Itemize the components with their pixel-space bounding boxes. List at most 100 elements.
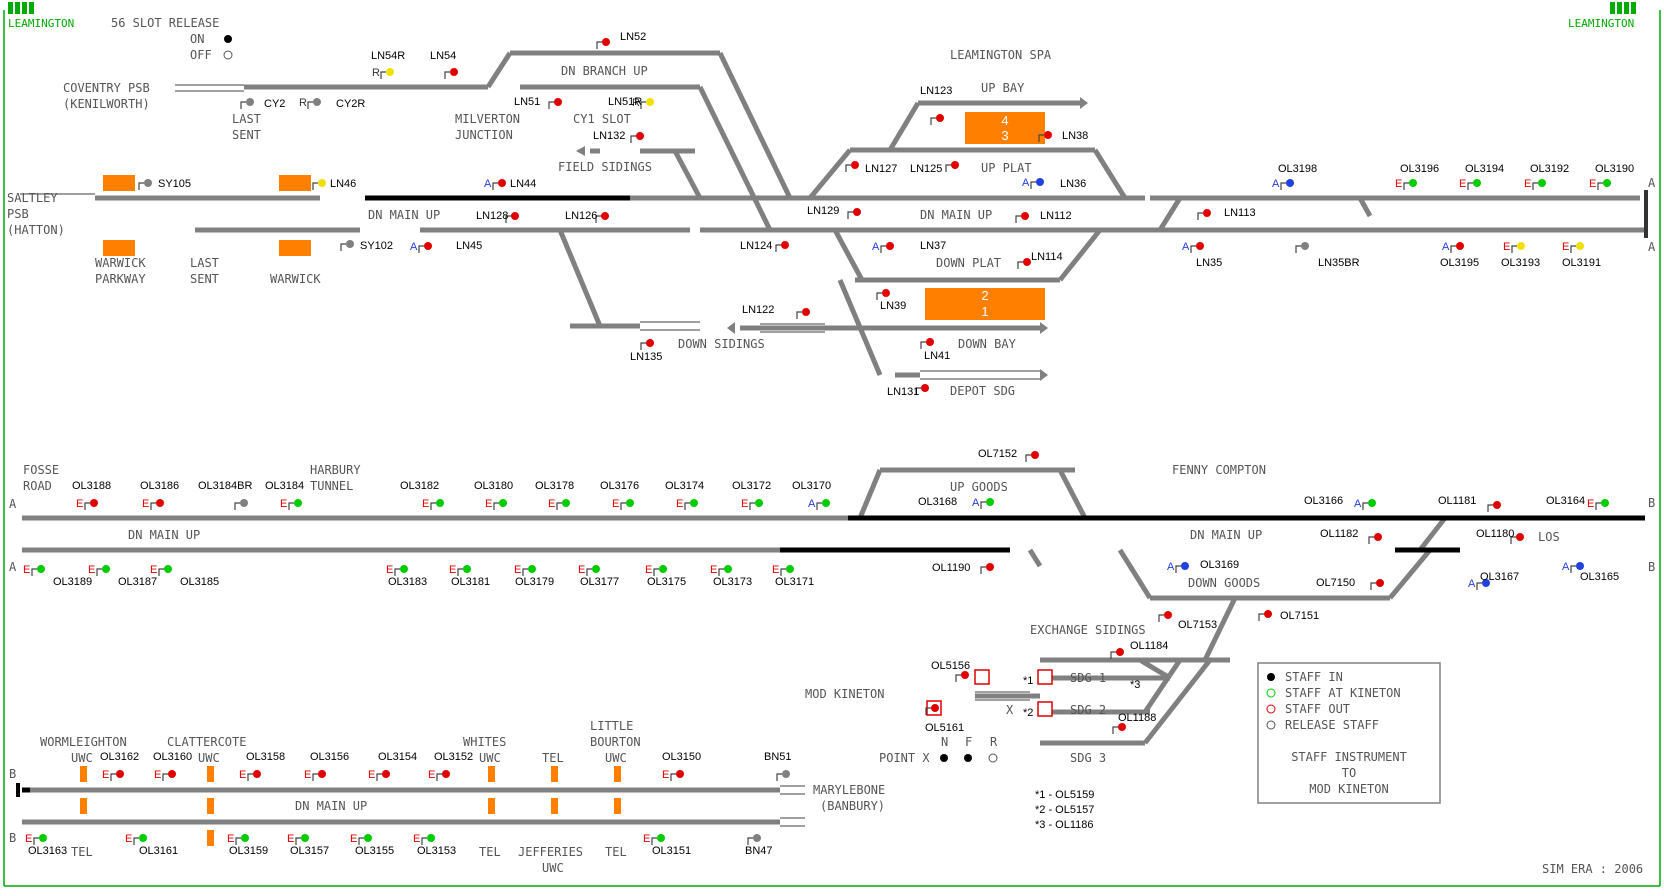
- signal-lamp[interactable]: [657, 834, 665, 842]
- signal-cy2[interactable]: CY2: [240, 98, 285, 110]
- signal-lamp[interactable]: [602, 38, 610, 46]
- signal-lamp[interactable]: [499, 499, 507, 507]
- signal-ol7150[interactable]: OL7150: [1316, 577, 1384, 590]
- signal-lamp[interactable]: [1493, 501, 1501, 509]
- signal-ol5156[interactable]: OL5156: [931, 660, 970, 682]
- signal-lamp[interactable]: [1576, 562, 1584, 570]
- signal-lamp[interactable]: [1044, 131, 1052, 139]
- signal-lamp[interactable]: [1538, 179, 1546, 187]
- signal-lamp[interactable]: [144, 179, 152, 187]
- signal-lamp[interactable]: [37, 565, 45, 573]
- signal-lamp[interactable]: [382, 770, 390, 778]
- signal-lamp[interactable]: [1023, 258, 1031, 266]
- signal-ln135[interactable]: LN135: [630, 339, 662, 363]
- signal-bn47[interactable]: BN47: [745, 834, 773, 857]
- signal-lamp[interactable]: [886, 242, 894, 250]
- signal-ol1182[interactable]: OL1182: [1320, 528, 1382, 544]
- signal-lamp[interactable]: [498, 179, 506, 187]
- signal-lamp[interactable]: [528, 565, 536, 573]
- track-layout[interactable]: [22, 50, 1645, 825]
- signal-lamp[interactable]: [246, 98, 254, 106]
- signal-lamp[interactable]: [90, 499, 98, 507]
- signal-ln129[interactable]: LN129: [807, 205, 861, 219]
- signal-lamp[interactable]: [1286, 179, 1294, 187]
- signal-ln124[interactable]: LN124: [740, 240, 789, 252]
- signal-lamp[interactable]: [1456, 242, 1464, 250]
- signal-ln46[interactable]: LN46: [312, 178, 356, 190]
- signal-ol1188[interactable]: OL1188: [1112, 712, 1156, 734]
- signal-lamp[interactable]: [116, 770, 124, 778]
- signal-ln127[interactable]: LN127: [845, 161, 897, 175]
- signal-lamp[interactable]: [450, 68, 458, 76]
- signal-lamp[interactable]: [424, 242, 432, 250]
- signal-ln126[interactable]: LN126: [565, 210, 609, 223]
- signal-lamp[interactable]: [1368, 499, 1376, 507]
- signal-ln125[interactable]: LN125: [910, 161, 959, 175]
- signal-lamp[interactable]: [1118, 723, 1126, 731]
- signal-lamp[interactable]: [318, 179, 326, 187]
- signal-lamp[interactable]: [1116, 648, 1124, 656]
- signal-ol1181[interactable]: OL1181: [1438, 495, 1501, 512]
- signal-ol1184[interactable]: OL1184: [1110, 640, 1168, 659]
- signal-lamp[interactable]: [562, 499, 570, 507]
- signal-ln113[interactable]: LN113: [1197, 207, 1256, 220]
- signal-lamp[interactable]: [646, 339, 654, 347]
- signal-lamp[interactable]: [986, 498, 994, 506]
- signal-ln39[interactable]: LN39: [876, 289, 906, 312]
- signal-lamp[interactable]: [853, 208, 861, 216]
- signal-ln54[interactable]: LN54: [430, 50, 458, 79]
- signal-sy102[interactable]: SY102: [340, 240, 393, 252]
- signal-bn51[interactable]: BN51: [764, 751, 792, 781]
- signal-lamp[interactable]: [386, 68, 394, 76]
- signal-lamp[interactable]: [755, 499, 763, 507]
- signal-lamp[interactable]: [253, 770, 261, 778]
- signal-sy105[interactable]: SY105: [138, 178, 191, 190]
- signal-ln128[interactable]: LN128: [476, 210, 519, 223]
- signal-ln114[interactable]: LN114: [1017, 251, 1063, 269]
- signal-ln41[interactable]: LN41: [920, 338, 950, 362]
- signal-lamp[interactable]: [1181, 562, 1189, 570]
- occupied-track[interactable]: [22, 195, 1645, 793]
- signal-lamp[interactable]: [1516, 533, 1524, 541]
- signal-lamp[interactable]: [961, 671, 969, 679]
- signal-lamp[interactable]: [554, 98, 562, 106]
- signal-ln122[interactable]: LN122: [742, 304, 810, 319]
- signal-lamp[interactable]: [1374, 533, 1382, 541]
- signal-lamp[interactable]: [400, 565, 408, 573]
- point-x-indicators[interactable]: [940, 753, 998, 763]
- signal-lamp[interactable]: [601, 212, 609, 220]
- signal-lamp[interactable]: [781, 241, 789, 249]
- signal-lamp[interactable]: [240, 499, 248, 507]
- signal-lamp[interactable]: [1021, 212, 1029, 220]
- kineton-staff-boxes[interactable]: [926, 669, 1053, 717]
